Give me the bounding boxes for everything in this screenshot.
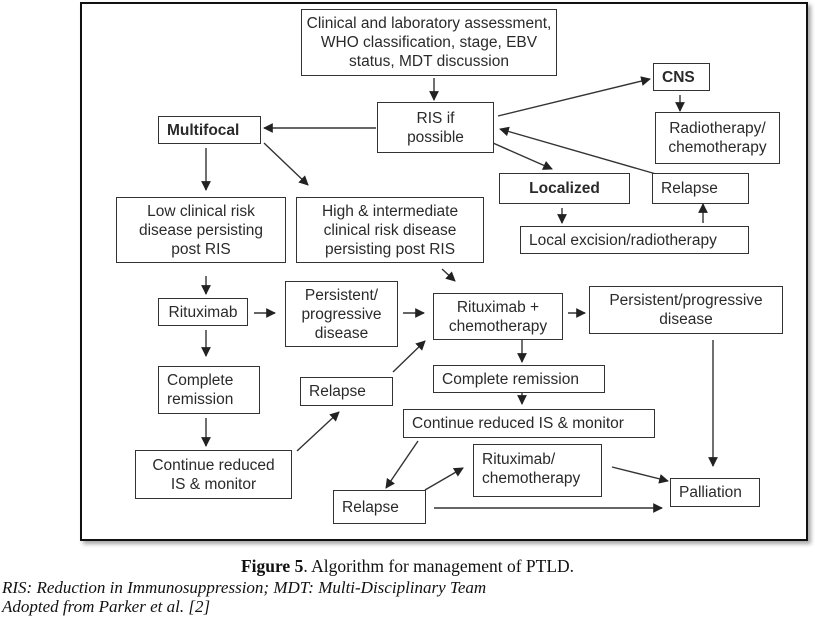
node-multifocal: Multifocal (158, 116, 261, 144)
figure-caption-text: . Algorithm for management of PTLD. (303, 556, 575, 576)
node-rituximab-slash-chemo: Rituximab/ chemotherapy (473, 444, 602, 497)
node-rituximab-chemo: Rituximab + chemotherapy (433, 293, 563, 340)
node-complete-remission-right: Complete remission (433, 365, 605, 393)
node-cns: CNS (653, 63, 710, 91)
node-low-risk: Low clinical risk disease persisting pos… (116, 197, 286, 263)
node-relapse-bottom: Relapse (333, 490, 426, 524)
node-assessment: Clinical and laboratory assessment, WHO … (301, 9, 557, 76)
node-continue-right: Continue reduced IS & monitor (403, 409, 655, 438)
node-high-risk: High & intermediate clinical risk diseas… (296, 197, 484, 263)
node-relapse-local: Relapse (652, 173, 749, 204)
node-relapse-mid: Relapse (300, 377, 393, 406)
figure-label: Figure 5 (240, 556, 304, 576)
node-ris: RIS if possible (377, 102, 494, 153)
source-note: Adopted from Parker et al. [2] (2, 597, 211, 616)
node-continue-left: Continue reduced IS & monitor (135, 450, 292, 499)
node-localized: Localized (499, 173, 630, 204)
node-rituximab: Rituximab (158, 298, 248, 326)
node-complete-remission-left: Complete remission (158, 366, 260, 414)
node-persistent-right: Persistent/progressive disease (589, 286, 783, 334)
node-local-excision: Local excision/radiotherapy (520, 226, 749, 254)
node-persistent-left: Persistent/ progressive disease (285, 281, 398, 347)
figure-caption: Figure 5. Algorithm for management of PT… (0, 556, 815, 577)
abbreviations-note: RIS: Reduction in Immunosuppression; MDT… (2, 578, 487, 597)
node-radio-chemo: Radiotherapy/ chemotherapy (655, 112, 780, 164)
node-palliation: Palliation (670, 478, 760, 507)
